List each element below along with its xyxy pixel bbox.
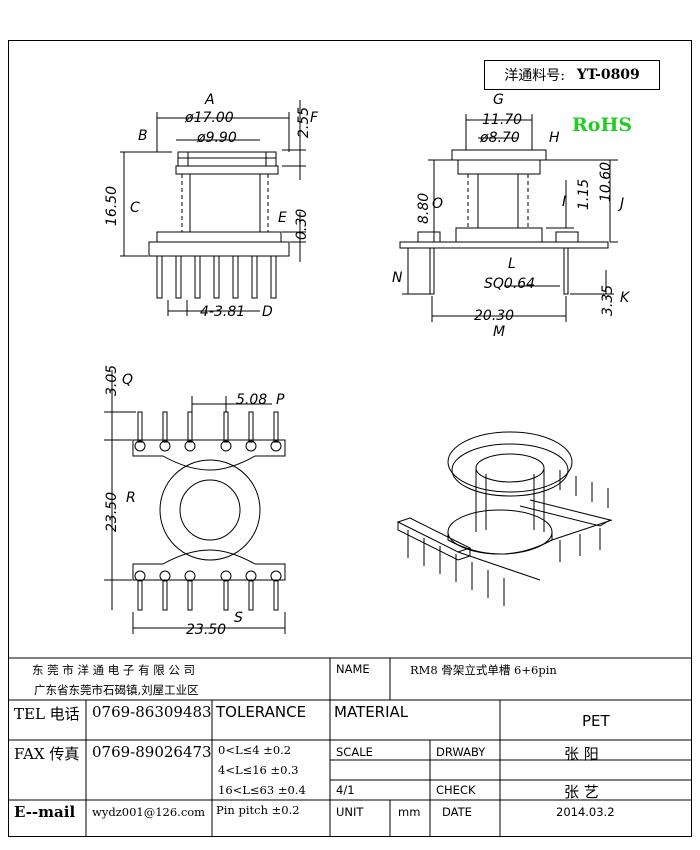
label-O: O [432, 196, 443, 212]
tolerance-pin-pitch: Pin pitch ±0.2 [216, 803, 300, 817]
label-R: R [126, 490, 136, 506]
label-P: P [276, 392, 285, 408]
dim-10-60: 10.60 [598, 162, 614, 202]
label-L: L [508, 256, 516, 272]
label-G: G [493, 92, 504, 108]
label-S: S [234, 610, 243, 626]
part-number-label: 洋通料号: [504, 68, 565, 84]
side-view [399, 114, 618, 322]
label-C: C [130, 200, 140, 216]
label-J: J [617, 196, 624, 212]
dim-phi17: ø17.00 [184, 110, 234, 126]
material-label: MATERIAL [334, 703, 409, 721]
fax-value: 0769-89026473 [92, 743, 212, 761]
label-F: F [310, 110, 319, 126]
top-view-pins-lower [134, 570, 282, 611]
label-D: D [262, 304, 273, 320]
label-N: N [392, 270, 403, 286]
top-view [104, 370, 286, 634]
iso-pins-right [559, 470, 609, 562]
front-pins [156, 255, 277, 299]
top-view-pins-upper [134, 411, 282, 452]
name-value: RM8 骨架立式单槽 6+6pin [410, 663, 557, 677]
dim-5-08: 5.08 [236, 392, 267, 408]
dim-1-15: 1.15 [576, 179, 592, 210]
material-value: PET [582, 712, 610, 730]
dim-3-05: 3.05 [104, 365, 120, 396]
dim-23-50-width: 23.50 [186, 622, 226, 638]
dim-0-30: 0.30 [294, 209, 310, 240]
dim-3-35: 3.35 [600, 285, 616, 316]
company-name: 东 莞 市 洋 通 电 子 有 限 公 司 [32, 663, 196, 677]
dim-2-55: 2.55 [296, 107, 312, 138]
label-B: B [138, 128, 148, 144]
dim-phi990: ø9.90 [196, 130, 237, 146]
drawing-sheet-border [8, 40, 692, 837]
label-M: M [493, 324, 505, 340]
unit-label: UNIT [336, 805, 364, 819]
tolerance-range-2: 4<L≤16 ±0.3 [218, 763, 299, 777]
email-label: E--mail [14, 803, 76, 821]
check-label: CHECK [436, 783, 476, 797]
iso-pins-left [407, 530, 505, 606]
company-address: 广东省东莞市石碣镇,刘屋工业区 [34, 683, 199, 697]
email-value: wydz001@126.com [92, 805, 206, 819]
dim-20-30: 20.30 [474, 308, 514, 324]
fax-label: FAX 传真 [14, 745, 80, 763]
dim-8-80: 8.80 [416, 193, 432, 224]
label-E: E [278, 210, 287, 226]
part-number-value: YT-0809 [576, 67, 640, 83]
dim-phi870: ø8.70 [479, 130, 520, 146]
isometric-view [396, 431, 613, 606]
tolerance-range-1: 0<L≤4 ±0.2 [218, 743, 292, 757]
date-value: 2014.03.2 [556, 805, 615, 819]
check-value: 张 艺 [564, 783, 599, 801]
rohs-mark: RoHS [572, 114, 633, 136]
part-number-box: 洋通料号: YT-0809 [484, 60, 660, 90]
dim-16-50: 16.50 [104, 186, 120, 226]
drwaby-label: DRWABY [436, 745, 486, 759]
tolerance-label: TOLERANCE [216, 703, 307, 721]
dim-sq0-64: SQ0.64 [484, 276, 535, 292]
scale-value: 4/1 [336, 783, 355, 797]
name-label: NAME [336, 662, 370, 676]
front-view [120, 100, 306, 316]
scale-label: SCALE [336, 745, 373, 759]
title-block-grid [8, 657, 692, 837]
label-K: K [620, 290, 631, 306]
tel-label: TEL 电话 [14, 705, 80, 723]
label-H: H [549, 130, 560, 146]
tel-value: 0769-86309483 [92, 703, 212, 721]
drwaby-value: 张 阳 [564, 745, 599, 763]
unit-value: mm [398, 805, 421, 819]
label-Q: Q [122, 372, 133, 388]
tolerance-range-3: 16<L≤63 ±0.4 [218, 783, 306, 797]
date-label: DATE [442, 805, 472, 819]
dim-11-70: 11.70 [482, 112, 522, 128]
dim-4-3-81: 4-3.81 [200, 304, 245, 320]
dim-23-50-height: 23.50 [104, 492, 120, 532]
label-A: A [204, 92, 215, 108]
label-I: I [562, 194, 566, 210]
